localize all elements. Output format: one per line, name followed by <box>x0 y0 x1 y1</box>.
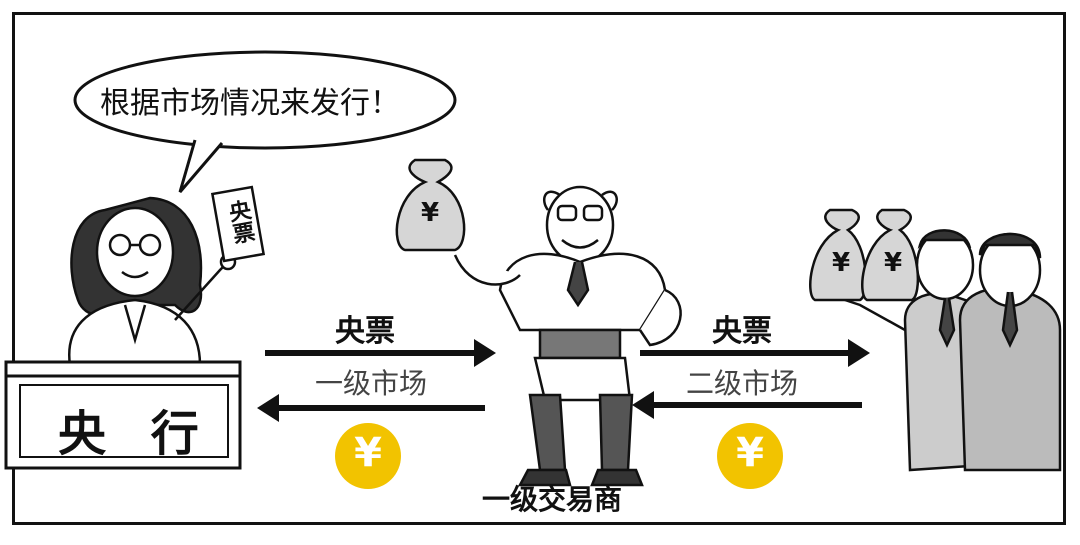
yuan-bag-icon: ¥ <box>420 198 440 228</box>
secondary-market-money-arrow <box>632 391 862 419</box>
yuan-bag-icon: ¥ <box>831 248 851 278</box>
central-bank-desk <box>4 360 242 470</box>
secondary-market-bill-arrow <box>640 339 870 367</box>
secondary-market-label: 二级市场 <box>686 367 799 400</box>
coin-primary <box>335 423 401 489</box>
yuan-coin-icon: ¥ <box>736 430 764 476</box>
primary-market-bill-label: 央票 <box>335 314 395 349</box>
speech-bubble-text: 根据市场情况来发行！ <box>100 86 400 121</box>
money-bag-dealer <box>395 158 466 252</box>
primary-dealer-label: 一级交易商 <box>482 483 623 516</box>
central-bill-note <box>210 185 266 263</box>
money-bags-investors <box>809 208 920 302</box>
central-bank-label: 央 行 <box>58 406 213 462</box>
yuan-bag-icon: ¥ <box>883 248 903 278</box>
central-bank-official <box>68 196 237 367</box>
coin-secondary <box>717 423 783 489</box>
speech-bubble <box>73 50 457 193</box>
primary-market-money-arrow <box>257 394 485 422</box>
primary-market-bill-arrow <box>265 339 496 367</box>
yuan-coin-icon: ¥ <box>354 430 382 476</box>
secondary-market-bill-label: 央票 <box>712 314 772 349</box>
investors-figures <box>844 229 1062 472</box>
primary-market-label: 一级市场 <box>315 367 428 400</box>
primary-dealer-figure <box>453 185 682 487</box>
